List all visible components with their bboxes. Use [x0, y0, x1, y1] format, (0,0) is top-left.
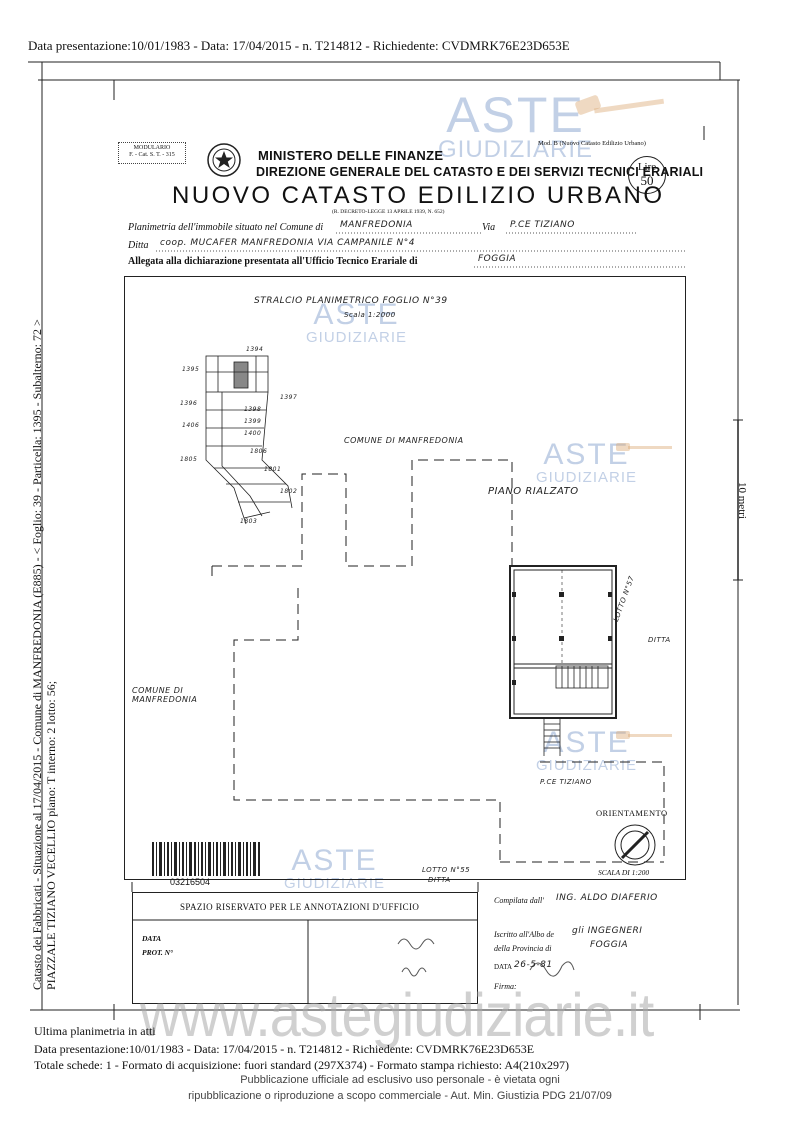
site-key-plan	[205, 355, 293, 525]
parcel-number: 1399	[244, 418, 262, 425]
parcel-number: 1805	[180, 456, 198, 463]
data-compilata-value: 26-5-81	[514, 960, 553, 970]
building-outline	[509, 565, 617, 719]
parcel-number: 1395	[182, 366, 200, 373]
pce-tiziano-label: P.CE TIZIANO	[540, 778, 592, 786]
barcode-number: 03216504	[170, 877, 211, 887]
parcel-number: 1802	[280, 488, 298, 495]
entrance-steps	[543, 718, 561, 756]
parcel-number: 1394	[246, 346, 264, 353]
decreto-reference: (R. DECRETO-LEGGE 13 APRILE 1939, N. 652…	[332, 209, 445, 215]
lire-value: 50	[640, 173, 654, 188]
ditta-1-label: DITTA	[648, 636, 671, 644]
publication-notice-2: ripubblicazione o riproduzione a scopo c…	[188, 1090, 612, 1102]
allegata-label: Allegata alla dichiarazione presentata a…	[128, 256, 418, 267]
annotazioni-box	[132, 892, 478, 1004]
aste-watermark-logo-3: ASTE GIUDIZIARIE	[536, 438, 638, 486]
iscritto-value: gli INGEGNERI	[572, 926, 643, 936]
parcel-number: 1806	[250, 448, 268, 455]
main-title: NUOVO CATASTO EDILIZIO URBANO	[172, 182, 665, 209]
modulario-stamp: MODULARIO F. - Cat. S. T. - 315	[118, 142, 186, 164]
ditta-value: coop. MUCAFER MANFREDONIA VIA CAMPANILE …	[160, 238, 415, 248]
dotted-rule	[156, 250, 686, 252]
provincia-label: della Provincia di	[494, 944, 552, 953]
planimetria-label: Planimetria dell'immobile situato nel Co…	[128, 222, 324, 233]
ditta-label: Ditta	[128, 240, 149, 251]
lire-label: Lire	[637, 161, 657, 173]
barcode-image	[152, 842, 260, 876]
dotted-rule	[336, 232, 482, 234]
lire-stamp: Lire 50	[628, 156, 666, 194]
publication-notice-1: Pubblicazione ufficiale ad esclusivo uso…	[240, 1074, 560, 1086]
gavel-watermark-icon-2	[616, 443, 672, 451]
dotted-rule	[506, 232, 636, 234]
dotted-rule	[474, 266, 686, 268]
scala-label: SCALA DI 1:200	[598, 868, 650, 877]
site-watermark: www.astegiudiziarie.it	[140, 979, 654, 1050]
footer-presentazione: Data presentazione:10/01/1983 - Data: 17…	[34, 1042, 535, 1056]
office-stamp-marks	[397, 938, 575, 977]
ministry-name: MINISTERO DELLE FINANZE	[258, 148, 444, 163]
firma-label: Firma:	[494, 982, 517, 991]
ultima-planimetria-label: Ultima planimetria in atti	[34, 1024, 156, 1038]
document-header: Data presentazione:10/01/1983 - Data: 17…	[28, 38, 570, 53]
staircase	[555, 665, 609, 689]
parcel-number: 1803	[240, 518, 258, 525]
compilata-label: Compilata dall'	[494, 896, 544, 905]
gavel-watermark-icon-3	[616, 731, 672, 739]
lotto-55-label: LOTTO N°55	[422, 866, 471, 874]
parcel-number: 1396	[180, 400, 198, 407]
orientamento-label: ORIENTAMENTO	[596, 808, 668, 818]
gavel-watermark-icon	[575, 95, 665, 115]
catasto-side-text: Catasto dei Fabbricati - Situazione al 1…	[30, 319, 44, 990]
annotazioni-title: SPAZIO RISERVATO PER LE ANNOTAZIONI D'UF…	[180, 902, 420, 912]
parcel-number: 1801	[264, 466, 282, 473]
ufficio-value: FOGGIA	[478, 254, 517, 264]
direzione-name: DIREZIONE GENERALE DEL CATASTO E DEI SER…	[256, 165, 704, 179]
floor-plan-drawing-area	[124, 276, 686, 880]
piano-label: PIANO RIALZATO	[488, 486, 579, 497]
footer-schede: Totale schede: 1 - Formato di acquisizio…	[34, 1058, 570, 1072]
scale-bar-label: 10 metri	[736, 482, 748, 519]
stralcio-label: STRALCIO PLANIMETRICO FOGLIO N°39	[254, 296, 448, 306]
address-side-text: PIAZZALE TIZIANO VECELLIO piano: T inter…	[44, 680, 58, 990]
ditta-2-label: DITTA	[428, 876, 451, 884]
prot-label: PROT. N°	[142, 948, 174, 957]
data-compilata-label: DATA	[494, 963, 513, 971]
via-value: P.CE TIZIANO	[510, 220, 575, 230]
comune-value: MANFREDONIA	[340, 220, 413, 230]
scala-small-label: Scala 1:2000	[344, 311, 396, 319]
parcel-number: 1398	[244, 406, 262, 413]
modulario-code: F. - Cat. S. T. - 315	[129, 152, 175, 158]
north-arrow-icon	[614, 824, 656, 866]
comune-label-2: COMUNE DI MANFREDONIA	[132, 686, 198, 704]
modulario-label: MODULARIO	[133, 145, 171, 151]
aste-watermark-logo-2: ASTE GIUDIZIARIE	[306, 298, 408, 346]
parcel-number: 1397	[280, 394, 298, 401]
via-label: Via	[482, 222, 496, 233]
state-emblem-icon	[207, 143, 241, 177]
iscritto-label: Iscritto all'Albo de	[494, 930, 554, 939]
data-label: DATA	[142, 934, 162, 943]
pillars	[512, 592, 612, 685]
mod-b-label: Mod. B (Nuovo Catasto Edilizio Urbano)	[538, 140, 646, 147]
lot-boundary	[211, 459, 665, 863]
comune-label-1: COMUNE DI MANFREDONIA	[344, 436, 464, 445]
compilata-value: ING. ALDO DIAFERIO	[556, 893, 658, 903]
parcel-number: 1400	[244, 430, 262, 437]
aste-watermark-logo: ASTE GIUDIZIARIE	[438, 87, 594, 163]
parcel-number: 1406	[182, 422, 200, 429]
provincia-value: FOGGIA	[590, 940, 629, 950]
